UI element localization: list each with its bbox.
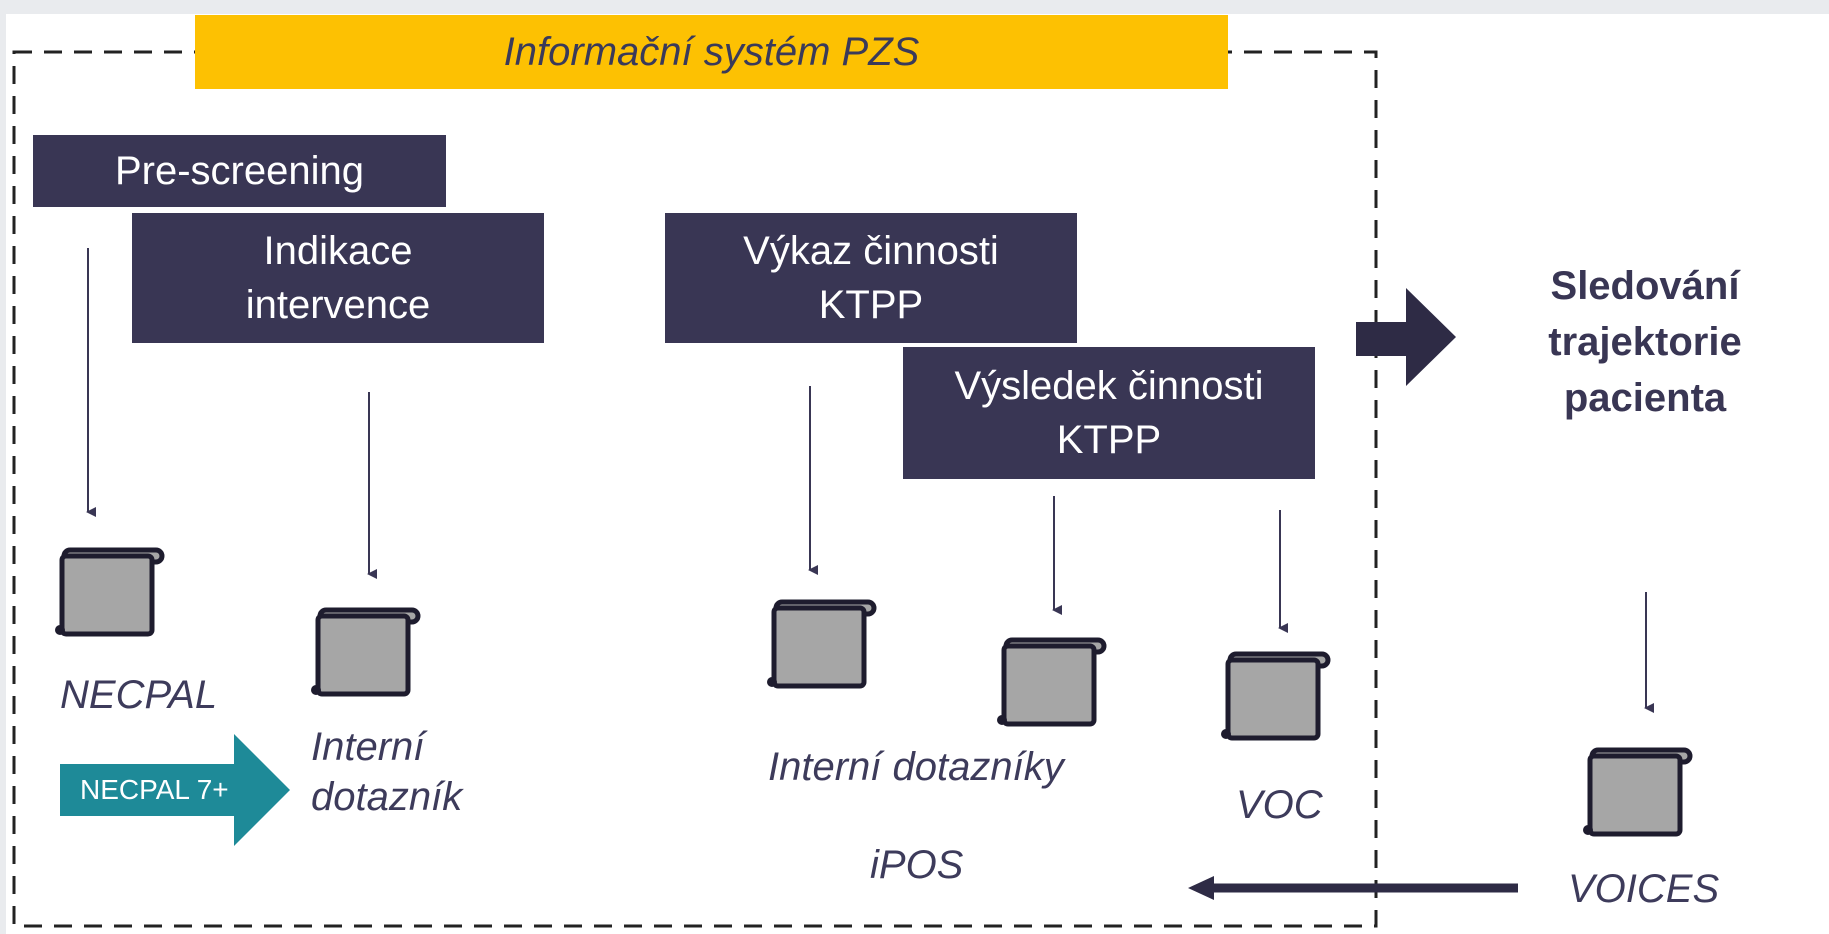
box-vykaz-cinnosti: Výkaz činnosti KTPP [665, 213, 1077, 343]
label-necpal: NECPAL [60, 673, 218, 717]
system-title-banner: Informační systém PZS [195, 15, 1228, 89]
document-scroll-icon [1221, 651, 1331, 741]
document-scroll-icon [767, 599, 877, 689]
box-indikace-line1: Indikace [263, 229, 413, 273]
label-interni-dotaznik-line1: Interní [311, 725, 425, 769]
document-scroll-icon [1583, 747, 1693, 837]
tracking-line2: trajektorie [1548, 320, 1742, 364]
big-right-arrow [1356, 288, 1456, 386]
box-vysledek-line2: KTPP [1056, 418, 1162, 462]
tracking-line3: pacienta [1563, 376, 1727, 420]
left-strip [0, 0, 6, 934]
box-prescreening-label: Pre-screening [114, 149, 364, 193]
box-vysledek-line1: Výsledek činnosti [954, 364, 1264, 408]
label-interni-dotaznik-line2: dotazník [311, 775, 463, 819]
document-scroll-icon [55, 547, 165, 637]
box-indikace-line2: intervence [245, 283, 431, 327]
label-voc: VOC [1236, 783, 1323, 827]
voices-feedback-arrowhead [1188, 876, 1214, 900]
box-vysledek-cinnosti: Výsledek činnosti KTPP [903, 347, 1315, 479]
box-prescreening: Pre-screening [33, 135, 446, 207]
box-vykaz-line2: KTPP [818, 283, 924, 327]
box-indikace-intervence: Indikace intervence [132, 213, 544, 343]
label-voices: VOICES [1568, 867, 1720, 911]
necpal-7plus-arrow [60, 734, 290, 846]
tracking-line1: Sledování [1550, 264, 1740, 308]
label-ipos: iPOS [870, 843, 964, 887]
necpal-7plus-label: NECPAL 7+ [80, 774, 229, 805]
box-vykaz-line1: Výkaz činnosti [743, 229, 999, 273]
tracking-title: Sledování trajektorie pacienta [1500, 258, 1790, 426]
top-strip [0, 0, 1829, 14]
document-scroll-icon [311, 607, 421, 697]
label-interni-dotaznik: Interní dotazník [311, 722, 462, 822]
label-interni-dotazniky: Interní dotazníky [768, 745, 1064, 789]
document-scroll-icon [997, 637, 1107, 727]
